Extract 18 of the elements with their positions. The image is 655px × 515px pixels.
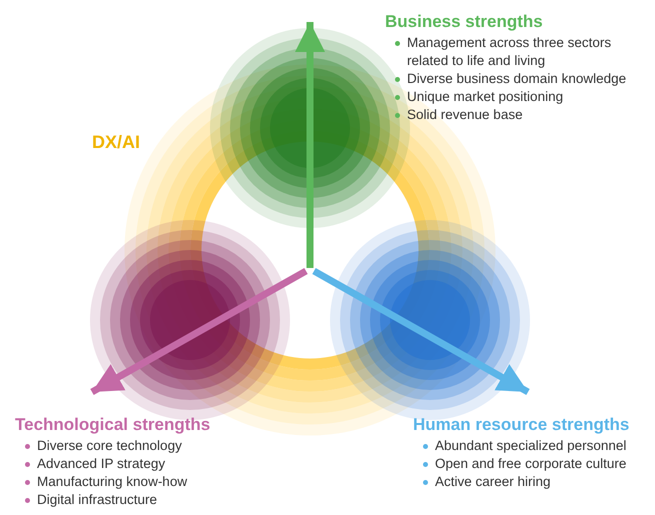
bullet-item: Open and free corporate culture [435, 456, 626, 471]
bullet-item: Diverse core technology [37, 438, 182, 453]
arrow [312, 268, 530, 396]
arrow [90, 268, 308, 396]
ring-label: DX/AI [92, 132, 140, 153]
bullet-item: Abundant specialized personnel [435, 438, 626, 453]
bullet-item: Solid revenue base [407, 107, 523, 122]
section-heading: Business strengths [385, 12, 544, 32]
bullet-item: Diverse business domain knowledge [407, 71, 626, 86]
section-heading: Technological strengths [15, 415, 212, 435]
bullet-item: Manufacturing know-how [37, 474, 188, 489]
bullet-item: Active career hiring [435, 474, 551, 489]
bullet-item: Advanced IP strategy [37, 456, 166, 471]
section-heading: Human resource strengths [413, 415, 630, 435]
arrow [295, 22, 325, 268]
bullet-item: Management across three sectors related to life and living [407, 35, 612, 68]
bullet-item: Digital infrastructure [37, 492, 158, 507]
bullet-item: Unique market positioning [407, 89, 564, 104]
